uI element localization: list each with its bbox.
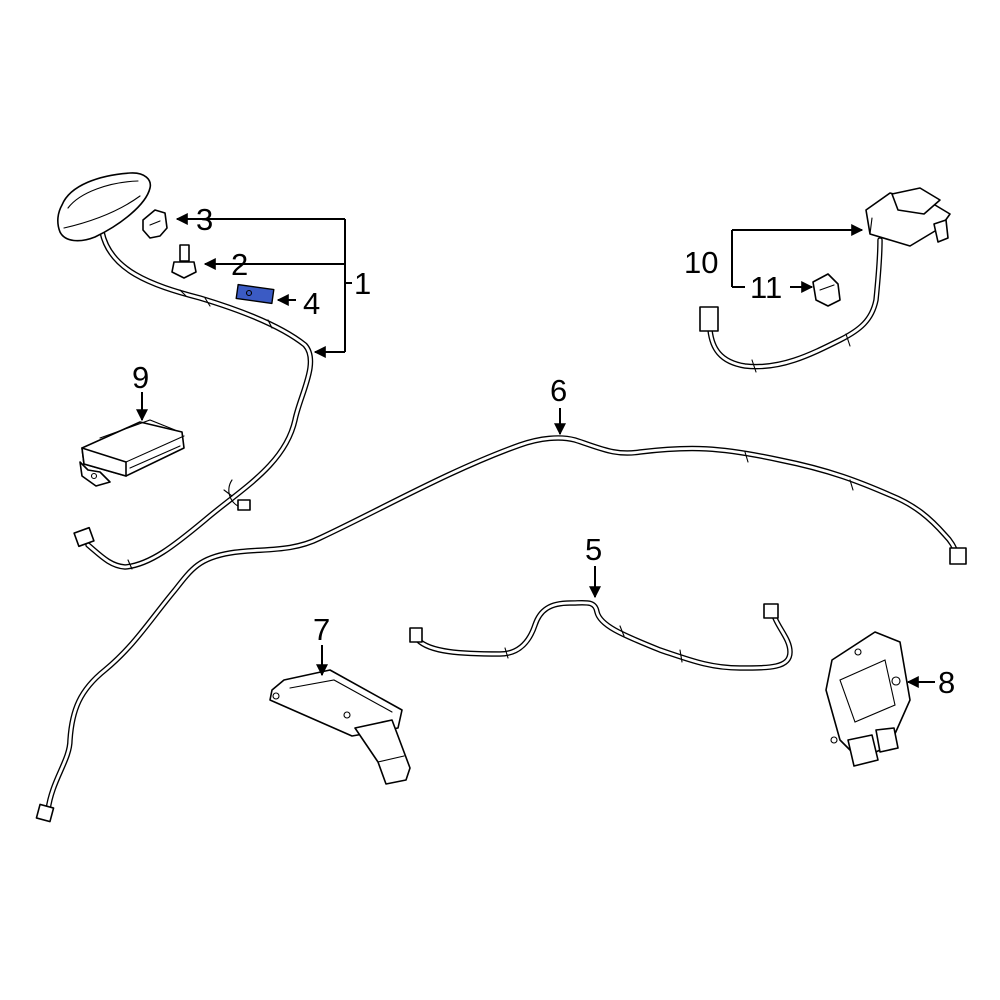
long-cable-end-right	[949, 547, 967, 565]
callout-10: 10	[684, 245, 718, 280]
antenna-bolt	[171, 244, 197, 279]
callout-10-bracket	[731, 224, 864, 293]
antenna-pad-highlighted	[235, 283, 275, 305]
callout-3: 3	[196, 202, 213, 237]
bracket-7	[269, 669, 411, 785]
callout-9: 9	[132, 360, 149, 395]
cable-end-connector	[73, 526, 95, 548]
long-antenna-cable	[35, 435, 967, 823]
callout-5: 5	[585, 532, 602, 567]
antenna-clip	[142, 209, 168, 239]
antenna-assembly	[57, 172, 314, 570]
cable-5-connector-right	[763, 603, 779, 619]
callout-6: 6	[550, 373, 567, 408]
callout-8: 8	[938, 665, 955, 700]
callout-2: 2	[231, 247, 248, 282]
cable-connector-small	[237, 499, 251, 511]
callout-4: 4	[303, 286, 320, 321]
callout-1: 1	[354, 266, 371, 301]
sensor-connector	[699, 306, 719, 332]
long-cable-end-left	[35, 803, 55, 823]
callout-1-bracket	[175, 213, 352, 358]
control-module-8	[825, 631, 911, 767]
callout-7: 7	[313, 612, 330, 647]
cable-5	[409, 599, 793, 671]
control-module-9	[79, 419, 185, 487]
clip-11	[812, 273, 841, 307]
callout-11: 11	[750, 270, 782, 305]
cable-5-connector-left	[409, 627, 423, 643]
antenna-cable	[73, 229, 314, 570]
shark-fin-antenna	[57, 172, 152, 242]
sensor-assembly-10	[699, 187, 951, 373]
